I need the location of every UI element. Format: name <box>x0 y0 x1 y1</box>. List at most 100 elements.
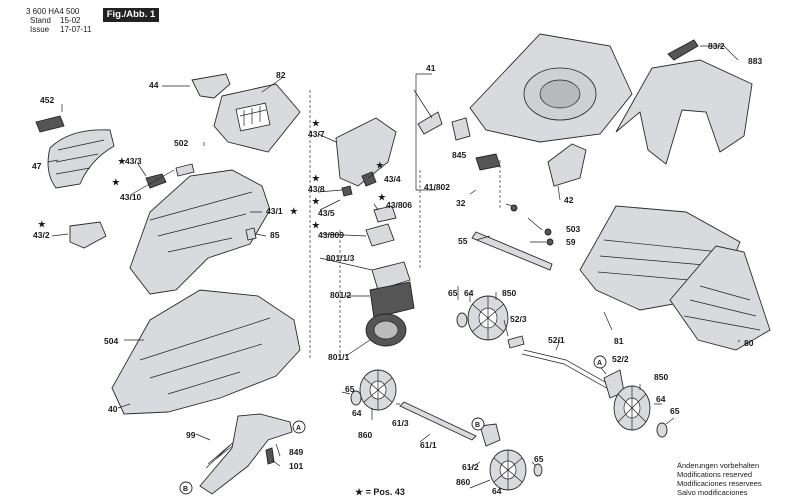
label-99: 99 <box>186 430 196 440</box>
callout-a-text: A <box>296 425 301 432</box>
part-43-809 <box>365 223 395 247</box>
part-65-cap <box>350 390 362 406</box>
wheel-icon <box>489 449 527 491</box>
part-849-lever <box>199 413 293 495</box>
svg-text:★: ★ <box>312 196 321 206</box>
callout-b2-text: B <box>475 422 480 429</box>
stand-date: 15-02 <box>60 16 81 25</box>
label-503: 503 <box>566 224 580 234</box>
doc-number: 3 600 HA4 500 <box>26 7 80 16</box>
label-860-a: 860 <box>358 430 372 440</box>
note-fr: Modificaciones reservees <box>677 479 762 488</box>
part-43-1-upper-housing <box>129 169 271 295</box>
part-43-806 <box>373 205 397 223</box>
label-61-3: 61/3 <box>392 418 409 428</box>
issue-date: 17-07-11 <box>60 25 92 34</box>
label-452: 452 <box>40 95 54 105</box>
note-en: Modifications reserved <box>677 470 753 479</box>
label-883: 883 <box>748 56 762 66</box>
svg-text:★: ★ <box>312 220 321 230</box>
label-59: 59 <box>566 237 576 247</box>
part-43-10 <box>175 163 195 177</box>
stand-label: Stand <box>30 16 51 25</box>
callout-b-icon <box>179 481 193 495</box>
label-80: 80 <box>744 338 754 348</box>
label-43-10: 43/10 <box>120 192 142 202</box>
label-52-1: 52/1 <box>548 335 565 345</box>
footnote-star-pos: ★ = Pos. 43 <box>355 487 405 497</box>
label-43-3: 43/3 <box>125 156 142 166</box>
part-61-1-axle <box>399 401 477 441</box>
part-41-802 <box>417 111 443 135</box>
label-64-b: 64 <box>492 486 502 496</box>
label-41: 41 <box>426 63 436 73</box>
part-83-2-grip <box>667 39 699 61</box>
keypad-icon <box>235 102 271 132</box>
note-es: Salvo modificaciones <box>677 488 748 497</box>
label-42: 42 <box>564 195 574 205</box>
svg-text:★: ★ <box>312 118 321 128</box>
part-845 <box>451 117 471 141</box>
label-61-2: 61/2 <box>462 462 479 472</box>
label-504: 504 <box>104 336 118 346</box>
label-801-1-3: 801/1/3 <box>326 253 355 263</box>
label-43-1: 43/1 <box>266 206 283 216</box>
label-44: 44 <box>149 80 159 90</box>
svg-text:★: ★ <box>290 206 299 216</box>
part-452-badge <box>35 115 65 133</box>
label-801-1: 801/1 <box>328 352 350 362</box>
part-44-grip <box>191 73 231 99</box>
part-80-grass-bag <box>669 245 771 351</box>
svg-text:★: ★ <box>312 173 321 183</box>
label-64-d: 64 <box>656 394 666 404</box>
callout-b-text: B <box>183 486 188 493</box>
part-85-pin <box>245 227 257 241</box>
label-52-2: 52/2 <box>612 354 629 364</box>
label-47: 47 <box>32 161 42 171</box>
label-43-4: 43/4 <box>384 174 401 184</box>
part-43-4 <box>361 171 377 187</box>
svg-text:★: ★ <box>38 219 47 229</box>
part-801-2-motor <box>369 281 415 319</box>
label-101: 101 <box>289 461 303 471</box>
label-43-8: 43/8 <box>308 184 325 194</box>
wheel-icon <box>359 369 397 411</box>
part-47-top-cover <box>47 129 115 189</box>
svg-text:★: ★ <box>378 192 387 202</box>
callout-b2-icon <box>471 417 485 431</box>
label-81: 81 <box>614 336 624 346</box>
wheel-icon <box>613 385 651 431</box>
part-801-1-3-bracket <box>371 261 411 291</box>
label-85: 85 <box>270 230 280 240</box>
label-43-7: 43/7 <box>308 129 325 139</box>
label-801-2: 801/2 <box>330 290 352 300</box>
part-43-8 <box>341 185 353 197</box>
label-43-2: 43/2 <box>33 230 50 240</box>
label-502: 502 <box>174 138 188 148</box>
label-860-b: 860 <box>456 477 470 487</box>
label-83-2: 83/2 <box>708 41 725 51</box>
part-845b <box>475 153 501 171</box>
label-61-1: 61/1 <box>420 440 437 450</box>
label-65-a: 65 <box>345 384 355 394</box>
label-55: 55 <box>458 236 468 246</box>
part-883-handle <box>615 59 753 165</box>
part-40-lower-housing <box>111 289 301 415</box>
part-101-screw <box>265 447 275 465</box>
label-41-802: 41/802 <box>424 182 450 192</box>
label-43-809: 43/809 <box>318 230 344 240</box>
part-43-2 <box>69 221 107 249</box>
part-52-3 <box>507 335 525 349</box>
label-43-5: 43/5 <box>318 208 335 218</box>
label-32: 32 <box>456 198 466 208</box>
label-65-c: 65 <box>448 288 458 298</box>
label-850-a: 850 <box>502 288 516 298</box>
callout-a2-icon <box>593 355 607 369</box>
part-61-2-bracket <box>479 423 501 447</box>
label-64-c: 64 <box>464 288 474 298</box>
part-55-blade <box>471 231 553 271</box>
svg-text:★: ★ <box>118 156 127 166</box>
label-849: 849 <box>289 447 303 457</box>
label-82: 82 <box>276 70 286 80</box>
